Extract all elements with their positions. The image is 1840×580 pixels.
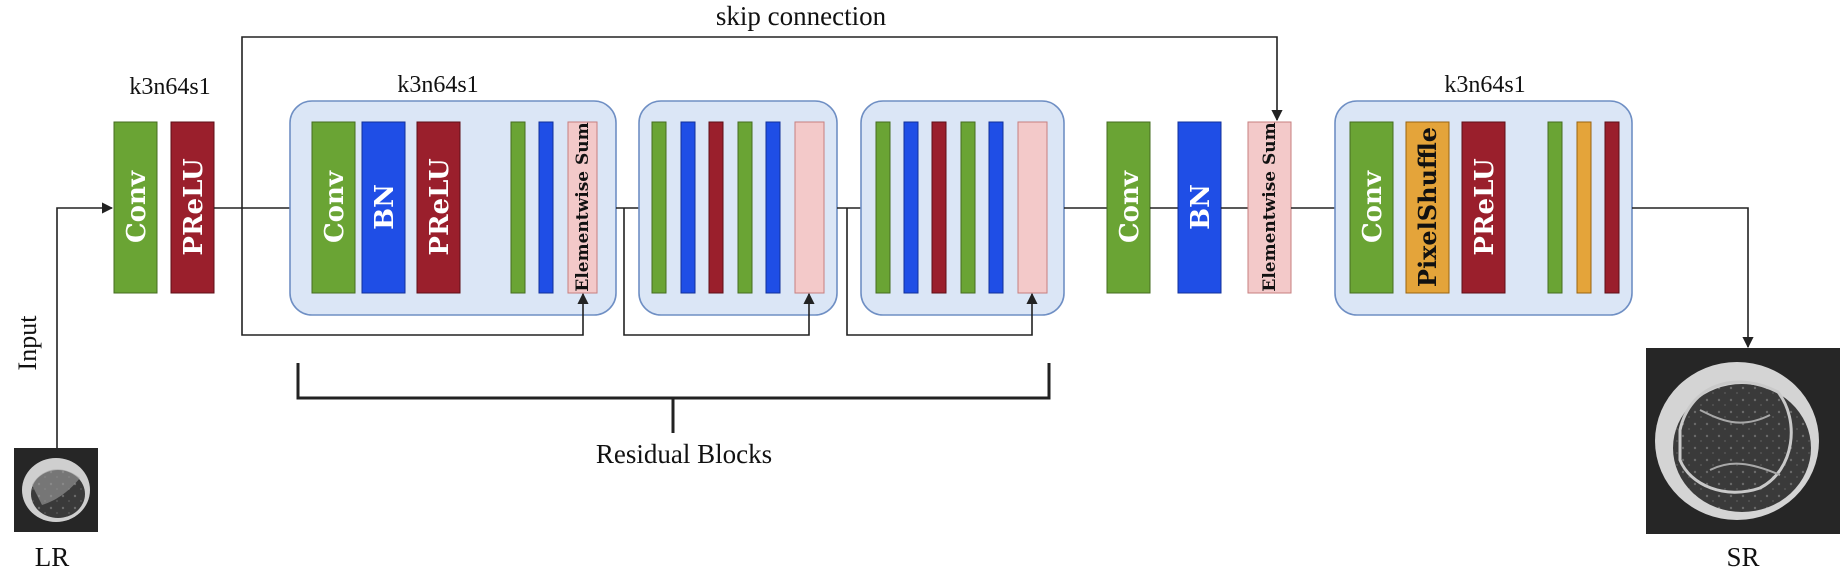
- first-conv-block: Conv: [113, 121, 158, 294]
- upsample-prelu: PReLU: [1461, 121, 1506, 294]
- lr-image: [14, 448, 98, 532]
- post-residual-conv: Conv: [1106, 121, 1151, 294]
- sr-image: [1646, 348, 1840, 534]
- residual-blocks-label: Residual Blocks: [596, 439, 772, 469]
- residual-3-conv-1: [875, 121, 891, 294]
- upsample-small-prelu: [1604, 121, 1620, 294]
- residual-3-skip: [846, 208, 1038, 336]
- residual-3-conv-2: [960, 121, 976, 294]
- upsample-small-conv: [1547, 121, 1563, 294]
- global-elementwise-sum-label: Elementwise Sum: [1260, 122, 1280, 291]
- residual-kernel-label: k3n64s1: [397, 72, 478, 98]
- residual-1-prelu-label: PReLU: [425, 158, 455, 256]
- residual-3-elementwise-sum: [1017, 121, 1048, 294]
- input-label: Input: [13, 315, 42, 371]
- residual-1-prelu: PReLU: [416, 121, 461, 294]
- residual-1-conv: Conv: [311, 121, 356, 294]
- residual-1-conv-label: Conv: [320, 170, 350, 243]
- post-residual-bn: BN: [1177, 121, 1222, 294]
- residual-1-bn: BN: [361, 121, 406, 294]
- upsample-pixelshuffle: PixelShuffle: [1405, 121, 1450, 294]
- skip-connection-line: [241, 36, 1283, 208]
- residual-1-elementwise-sum-label: Elementwise Sum: [573, 122, 593, 291]
- residual-1-small-conv: [510, 121, 526, 294]
- residual-1-small-bn: [538, 121, 554, 294]
- residual-1-bn-label: BN: [370, 184, 400, 230]
- residual-2-conv-1: [651, 121, 667, 294]
- upsample-conv: Conv: [1349, 121, 1394, 294]
- residual-2-bn-2: [765, 121, 781, 294]
- first-prelu-block: PReLU: [170, 121, 215, 294]
- residual-2-elementwise-sum: [794, 121, 825, 294]
- post-residual-bn-label: BN: [1186, 184, 1216, 230]
- residual-3-bn-2: [988, 121, 1004, 294]
- residual-3-prelu: [931, 121, 947, 294]
- upsample-pixelshuffle-label: PixelShuffle: [1413, 127, 1442, 287]
- sr-label: SR: [1726, 542, 1759, 572]
- post-residual-conv-label: Conv: [1115, 170, 1145, 243]
- residual-2-skip: [623, 208, 815, 336]
- lr-label: LR: [35, 542, 70, 572]
- first-block-kernel-label: k3n64s1: [129, 74, 210, 100]
- first-conv-label: Conv: [122, 170, 152, 243]
- residual-2-conv-2: [737, 121, 753, 294]
- output-line: [1632, 207, 1754, 349]
- upsample-small-pixelshuffle: [1576, 121, 1592, 294]
- upsample-prelu-label: PReLU: [1470, 158, 1500, 256]
- skip-connection-label: skip connection: [716, 1, 887, 31]
- residual-1-skip: [241, 208, 589, 336]
- residual-2-bn-1: [680, 121, 696, 294]
- residual-3-bn-1: [903, 121, 919, 294]
- residual-blocks-bracket: [296, 363, 1051, 433]
- upsample-conv-label: Conv: [1358, 170, 1388, 243]
- residual-1-elementwise-sum: Elementwise Sum: [567, 121, 598, 294]
- global-elementwise-sum: Elementwise Sum: [1247, 121, 1292, 294]
- residual-2-prelu: [708, 121, 724, 294]
- input-line: [56, 202, 114, 448]
- first-prelu-label: PReLU: [179, 158, 209, 256]
- upsample-kernel-label: k3n64s1: [1444, 72, 1525, 98]
